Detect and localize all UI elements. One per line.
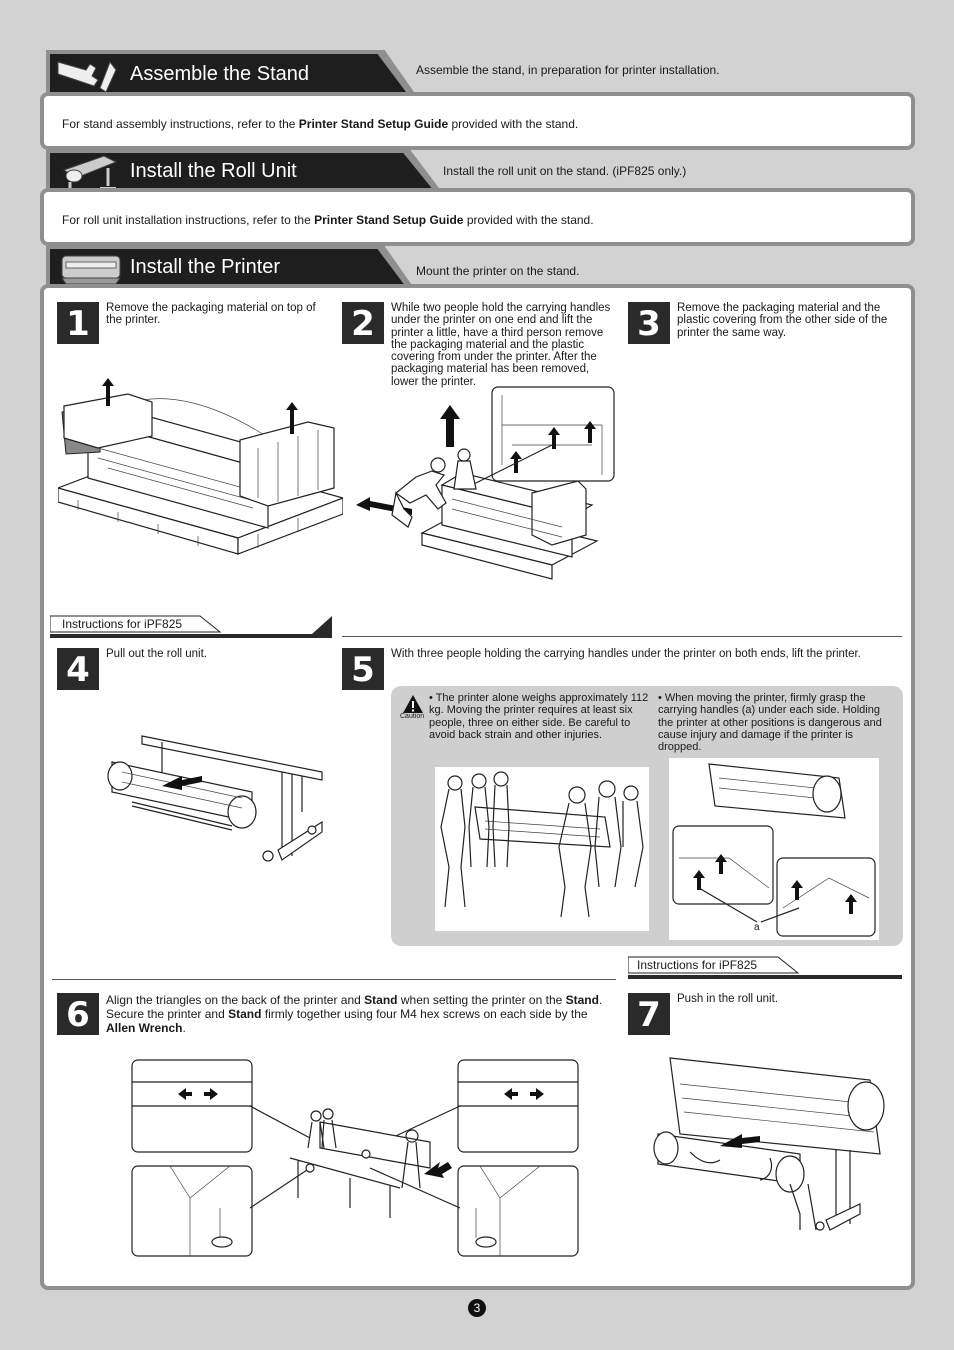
caution-icon <box>403 695 423 713</box>
step-text-2: While two people hold the carrying handl… <box>391 302 611 388</box>
step-text-5: With three people holding the carrying h… <box>391 648 861 660</box>
people-lifting-drawing <box>440 771 644 918</box>
roll-body: For roll unit installation instructions,… <box>62 213 594 227</box>
caution-label: Caution <box>400 713 425 720</box>
step6-bold-3: Stand <box>228 1007 262 1021</box>
step-number-2: 2 <box>342 302 384 344</box>
ipf825-tag-left-text: Instructions for iPF825 <box>62 617 183 631</box>
ipf825-tag-right: Instructions for iPF825 <box>628 955 902 979</box>
page-number: 3 <box>468 1299 486 1317</box>
stand-body-text: For stand assembly instructions, refer t… <box>62 117 299 131</box>
step1-illustration <box>58 378 343 555</box>
people-lifting-photo <box>435 767 649 931</box>
ipf825-tag-left: Instructions for iPF825 <box>50 612 332 638</box>
callout-a: a <box>754 922 760 933</box>
step-text-4: Pull out the roll unit. <box>106 648 208 660</box>
ipf825-tag-left-shape <box>50 615 332 638</box>
step-text-6: Align the triangles on the back of the p… <box>106 993 616 1035</box>
step4-illustration <box>107 735 323 862</box>
roll-body-text: For roll unit installation instructions,… <box>62 213 315 227</box>
step6-bold-1: Stand <box>364 993 398 1007</box>
roll-box <box>40 188 915 246</box>
caution-bullet-2: • When moving the printer, firmly grasp … <box>658 692 882 754</box>
step6-illustration <box>131 1059 579 1257</box>
step-number-6: 6 <box>57 993 99 1035</box>
printer-title: Install the Printer <box>130 256 281 278</box>
roll-description: Install the roll unit on the stand. (iPF… <box>443 164 687 178</box>
printer-icon <box>61 255 121 285</box>
roll-title: Install the Roll Unit <box>130 160 297 182</box>
step6-bold-2: Stand <box>565 993 599 1007</box>
step6-bold-4: Allen Wrench <box>106 1021 183 1035</box>
ipf825-tag-right-text: Instructions for iPF825 <box>637 958 758 972</box>
arrow-up-icon <box>102 378 114 406</box>
step7-illustration <box>653 1057 885 1231</box>
roll-guide-link: Printer Stand Setup Guide <box>314 213 464 227</box>
step-number-5: 5 <box>342 648 384 690</box>
step6-text-5: . <box>182 1021 186 1035</box>
roll-body-text-2: provided with the stand. <box>463 213 594 227</box>
stand-description: Assemble the stand, in preparation for p… <box>416 63 720 77</box>
handles-drawing <box>672 763 876 937</box>
ipf825-tag-right-shape <box>628 956 902 979</box>
divider-left-bottom <box>52 979 616 980</box>
stand-title: Assemble the Stand <box>130 63 309 85</box>
step-number-4: 4 <box>57 648 99 690</box>
caution-bullet-1: • The printer alone weighs approximately… <box>429 692 649 741</box>
stand-body: For stand assembly instructions, refer t… <box>62 117 578 131</box>
step-number-3: 3 <box>628 302 670 344</box>
step-text-7: Push in the roll unit. <box>677 993 779 1005</box>
step6-text-2: when setting the printer on the <box>397 993 566 1007</box>
step6-text-1: Align the triangles on the back of the p… <box>106 993 365 1007</box>
roll-tab <box>50 153 434 191</box>
step-number-1: 1 <box>57 302 99 344</box>
stand-body-text-2: provided with the stand. <box>448 117 579 131</box>
divider-right-top <box>342 636 902 637</box>
stand-guide-link: Printer Stand Setup Guide <box>298 117 449 131</box>
step-text-1: Remove the packaging material on top of … <box>106 302 316 327</box>
step-number-7: 7 <box>628 993 670 1035</box>
stand-box <box>40 92 915 150</box>
step6-text-4: firmly together using four M4 hex screws… <box>261 1007 588 1021</box>
printer-description: Mount the printer on the stand. <box>416 264 580 278</box>
step-text-3: Remove the packaging material and the pl… <box>677 302 888 339</box>
step2-illustration <box>356 386 615 580</box>
handles-photo <box>669 758 879 940</box>
step6-text-3: . Secure the printer and <box>106 993 603 1021</box>
